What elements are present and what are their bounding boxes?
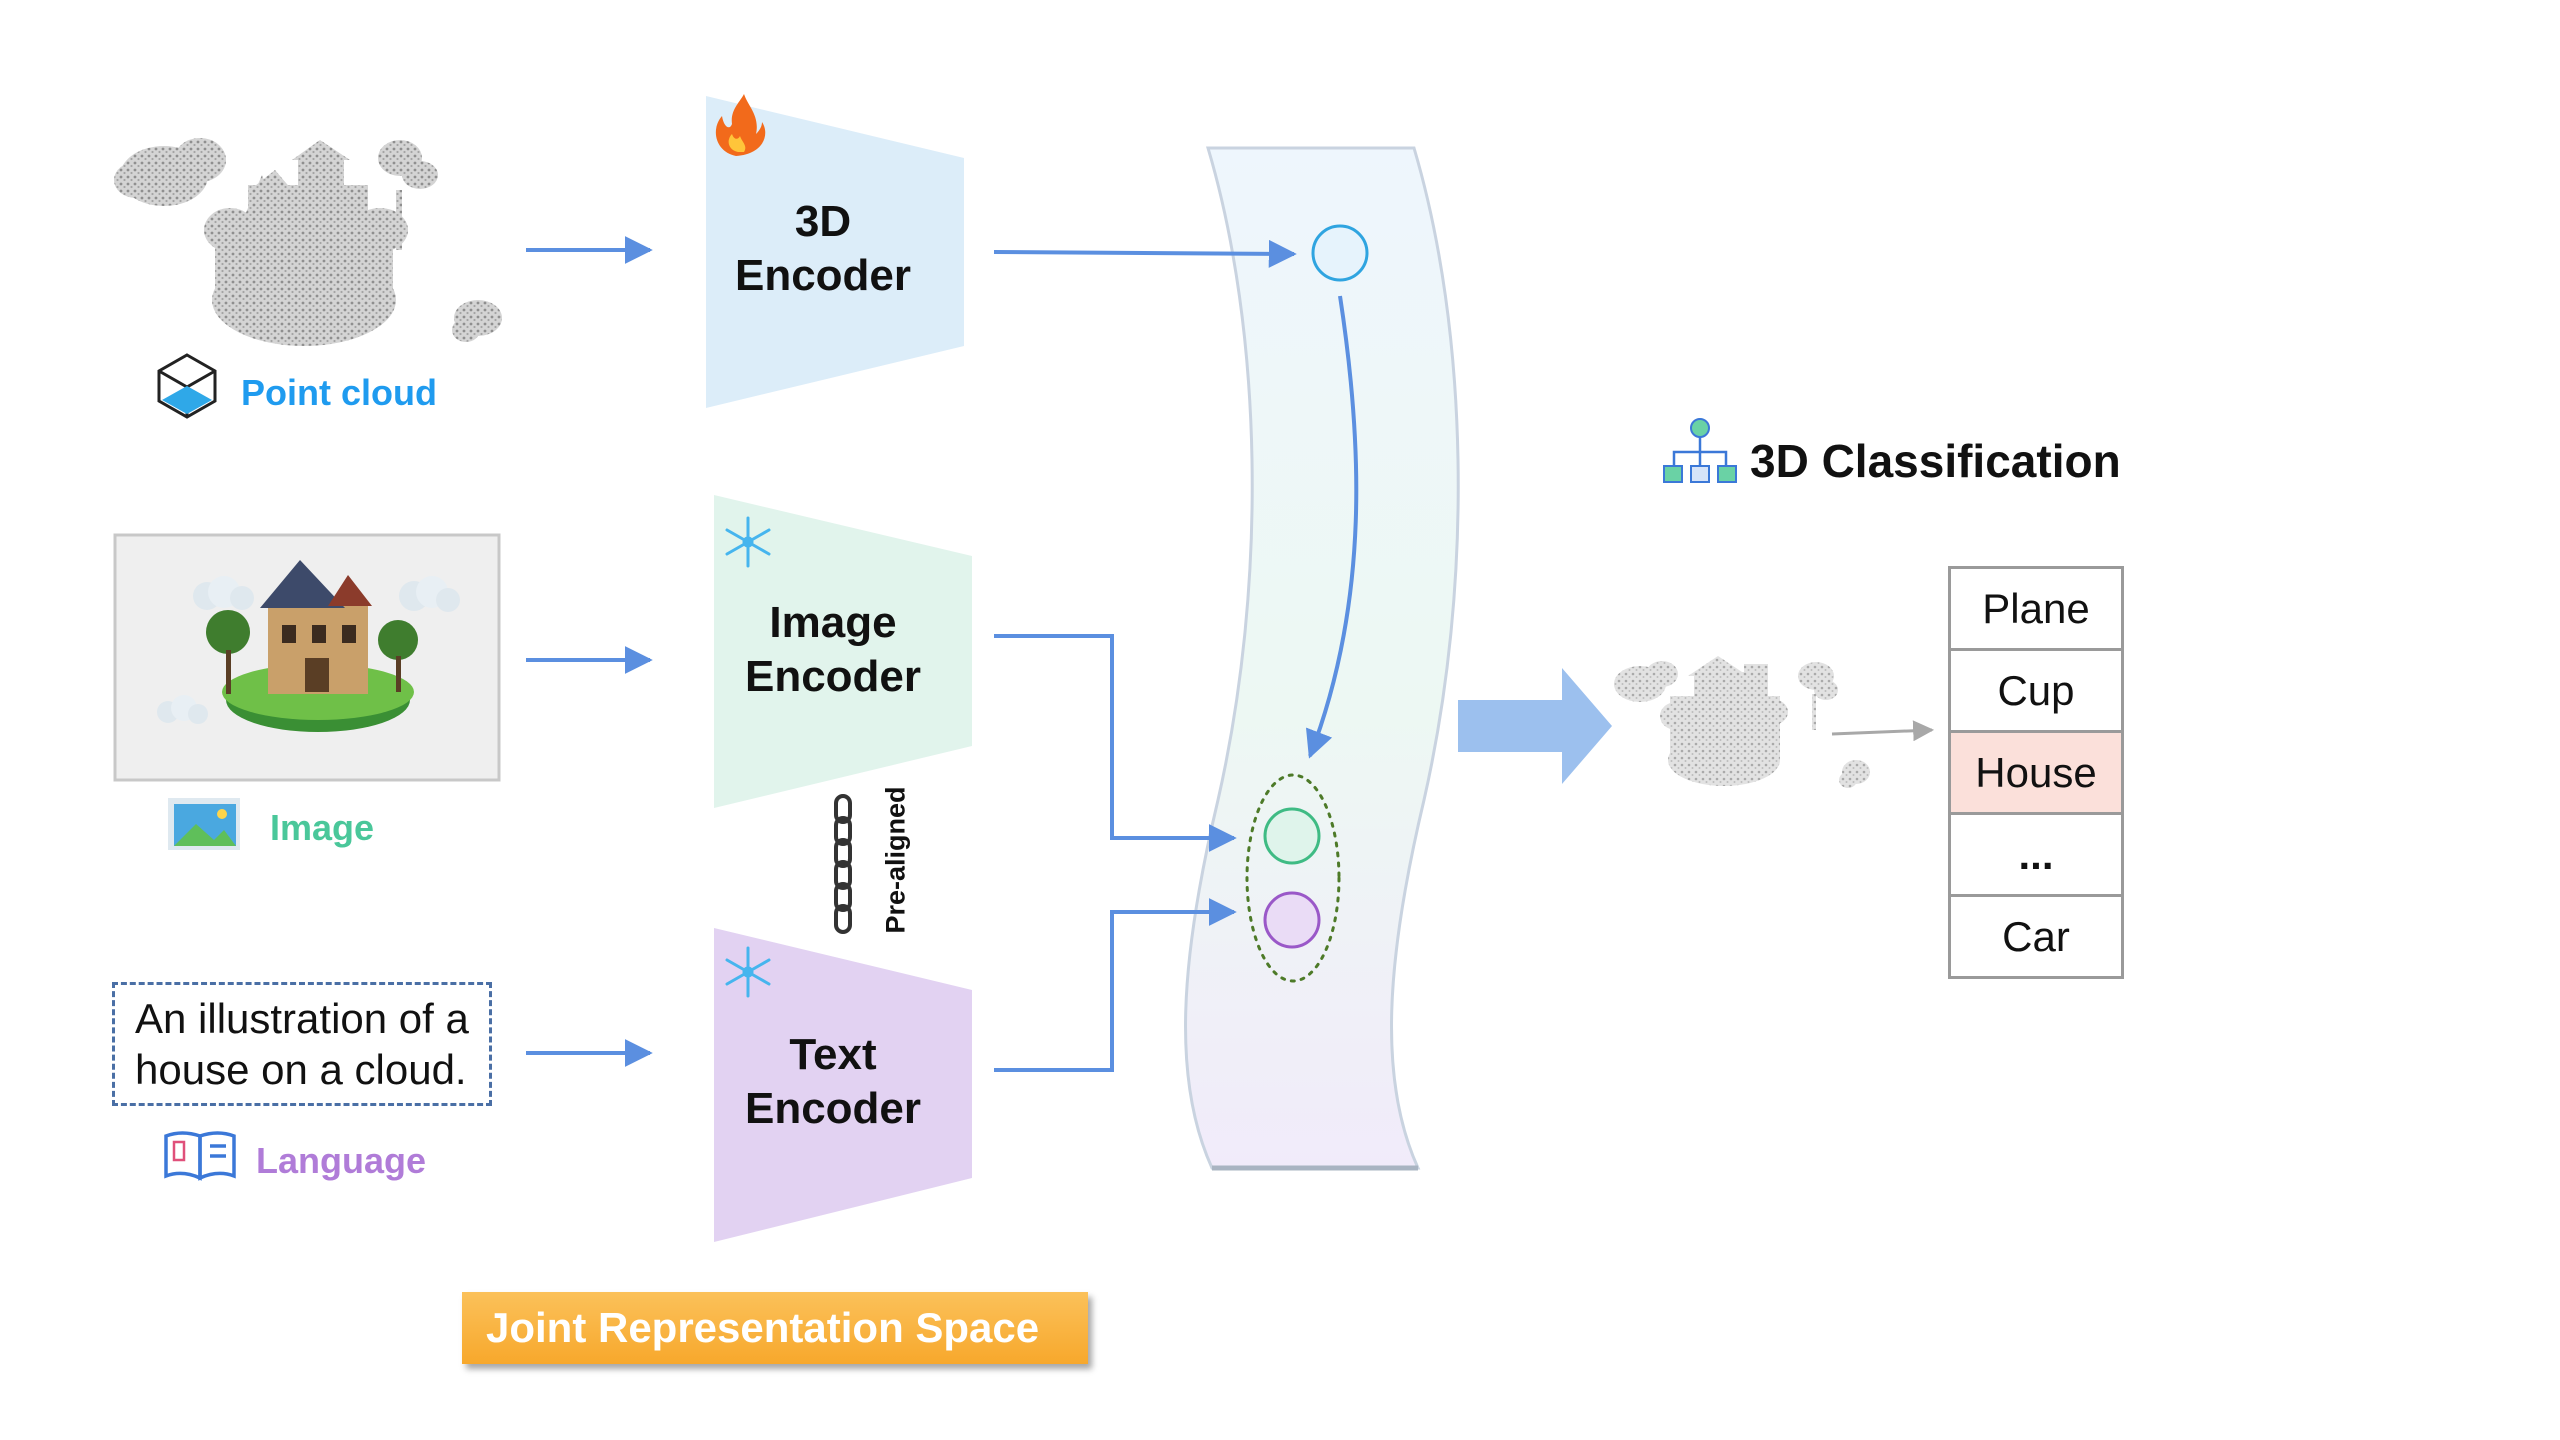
point-cloud-house-image [114, 138, 502, 346]
alignment-curve-arrow [1305, 295, 1359, 759]
image-encoder-label-line2: Encoder [744, 652, 922, 701]
picture-icon [168, 798, 240, 850]
snowflake-icon [725, 946, 771, 998]
output-block-arrow [1458, 668, 1612, 784]
image-encoder-output-arrow [994, 634, 1237, 852]
cube-icon [157, 353, 217, 419]
image-modality-label: Image [270, 807, 375, 848]
classification-arrow [1831, 720, 1935, 742]
text-encoder-output-arrow [994, 898, 1237, 1072]
encoder-image-shape [714, 495, 972, 808]
chain-link-icon [834, 794, 852, 934]
text-encoder-label: Text Encoder [728, 1028, 938, 1136]
book-icon [164, 1131, 236, 1181]
joint-space-band [1184, 146, 1460, 1170]
hierarchy-icon [1663, 418, 1737, 483]
image-encoder-label-line1: Image [769, 598, 897, 647]
image-encoder-label: Image Encoder [728, 596, 938, 704]
text-encoder-label-line1: Text [789, 1030, 877, 1079]
class-item: ... [1951, 815, 2121, 897]
point-cloud-label: Point cloud [241, 372, 437, 413]
encoder-3d-shape [706, 96, 964, 408]
pre-aligned-label: Pre-aligned [880, 786, 911, 934]
snowflake-icon [725, 516, 771, 568]
encoder-3d-label: 3D Encoder [718, 195, 928, 303]
class-item: Car [2002, 912, 2070, 960]
class-item-highlighted: House [1951, 733, 2121, 815]
joint-space-banner: Joint Representation Space [462, 1292, 1088, 1364]
aligned-embedding-group [1245, 773, 1341, 983]
classification-title: 3D Classification [1750, 435, 2121, 487]
encoder-3d-label-line1: 3D [794, 197, 852, 246]
encoder-3d-output-arrow [993, 239, 1297, 268]
class-item: Plane [1951, 569, 2121, 651]
pointcloud-embedding-node [1311, 224, 1369, 282]
point-cloud-small-image [1614, 656, 1870, 788]
encoder-3d-label-line2: Encoder [734, 251, 912, 300]
class-item: Cup [1951, 651, 2121, 733]
language-label: Language [256, 1140, 427, 1181]
image-thumbnail [113, 533, 501, 782]
text-caption-box: An illustration of a house on a cloud. [112, 982, 492, 1106]
caption-line-2: house on a cloud. [135, 1046, 467, 1093]
text-embedding-node [1263, 891, 1321, 949]
class-list: Plane Cup House ... Car [1948, 566, 2124, 979]
image-embedding-node [1263, 807, 1321, 865]
text-encoder-label-line2: Encoder [744, 1084, 922, 1133]
caption-line-1: An illustration of a [135, 995, 469, 1042]
encoder-text-shape [714, 928, 972, 1242]
flame-icon [715, 94, 766, 156]
